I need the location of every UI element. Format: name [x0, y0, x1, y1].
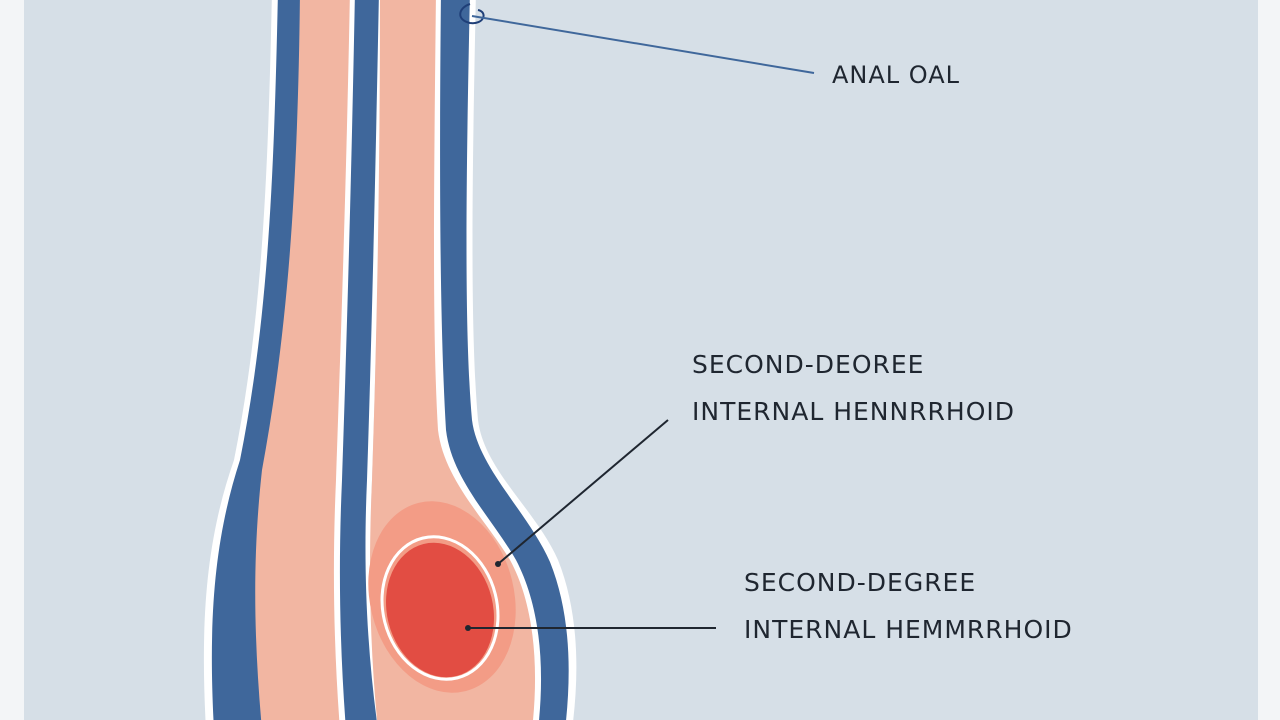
middle-divider	[333, 0, 384, 720]
lower-callout-label-line2: INTERNAL HEMMRRHOID	[744, 615, 1073, 644]
left-canal	[203, 0, 308, 720]
anal-canal-label: ANAL OAL	[832, 61, 960, 89]
upper-callout-label-line1: SECOND-DEOREE	[692, 350, 924, 379]
lower-callout-label-line1: SECOND-DEGREE	[744, 568, 976, 597]
right-canal	[434, 0, 577, 720]
frame-border-right	[1258, 0, 1280, 720]
upper-callout-dot	[495, 561, 501, 567]
hemorrhoid-outline	[380, 535, 500, 681]
mucosa-left-column	[255, 0, 352, 720]
right-canal-wall	[440, 0, 569, 720]
frame-border-left	[0, 0, 24, 720]
upper-callout-label-line2: INTERNAL HENNRRHOID	[692, 397, 1015, 426]
hemorrhoid	[368, 501, 516, 693]
left-canal-wall	[211, 0, 302, 720]
upper-callout-leader-line	[497, 419, 669, 565]
right-canal-outline	[434, 0, 577, 720]
lower-callout-dot	[465, 625, 471, 631]
swirl-icon	[459, 3, 485, 25]
hemorrhoid-core	[386, 542, 494, 678]
anal-canal-leader-line	[471, 15, 815, 74]
middle-divider-wall	[339, 0, 379, 720]
